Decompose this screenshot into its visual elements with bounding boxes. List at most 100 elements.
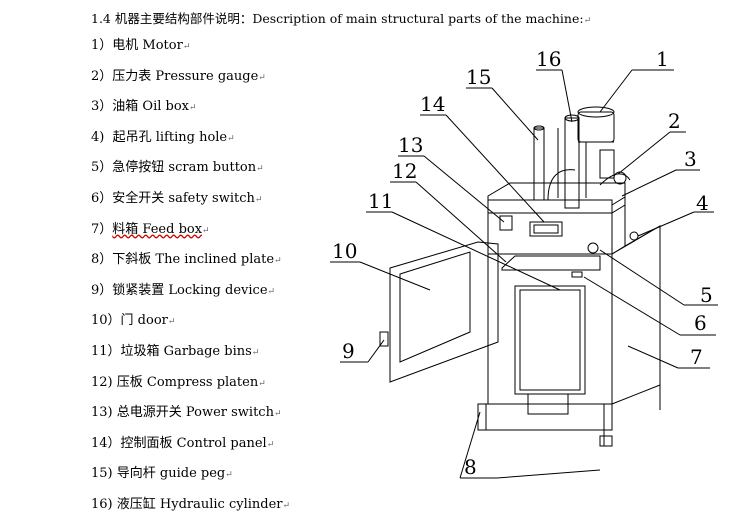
- callout-1: 1: [656, 47, 669, 71]
- inclined-plate: [477, 385, 661, 447]
- callout-8: 8: [464, 455, 477, 479]
- list-item: 14）控制面板 Control panel↵: [91, 434, 290, 465]
- callout-10: 10: [332, 239, 357, 263]
- callout-11: 11: [368, 189, 393, 213]
- list-item: 8）下斜板 The inclined plate↵: [91, 250, 290, 281]
- list-item: 7）料箱 Feed box↵: [91, 220, 290, 251]
- part-number: 8）: [91, 252, 113, 268]
- list-item: 6）安全开关 safety switch↵: [91, 189, 290, 220]
- part-number: 14）: [91, 435, 121, 451]
- part-number: 13): [91, 405, 113, 421]
- callout-12: 12: [392, 159, 417, 183]
- pressure-gauge: [599, 149, 627, 185]
- list-item: 16) 液压缸 Hydraulic cylinder↵: [91, 495, 290, 526]
- callout-7: 7: [690, 345, 703, 369]
- part-label: 急停按钮 scram button: [112, 160, 257, 176]
- part-label: 压力表 Pressure gauge: [112, 68, 259, 84]
- return-mark: ↵: [258, 378, 266, 389]
- document-heading: 1.4 机器主要结构部件说明：Description of main struc…: [91, 8, 591, 27]
- motor: [577, 106, 615, 143]
- part-number: 4): [91, 129, 105, 145]
- part-label: 料箱 Feed box: [112, 221, 203, 237]
- return-mark: ↵: [273, 409, 282, 420]
- part-label: 垃圾箱 Garbage bins: [120, 343, 252, 359]
- list-item: 5）急停按钮 scram button↵: [91, 158, 290, 189]
- part-number: 3）: [91, 99, 113, 115]
- list-item: 15) 导向杆 guide peg↵: [91, 464, 290, 495]
- callout-9: 9: [342, 339, 355, 363]
- part-number: 7）: [91, 221, 113, 237]
- return-mark: ↵: [282, 500, 291, 511]
- part-number: 2）: [91, 68, 113, 84]
- hoses: [547, 169, 631, 201]
- part-number: 9）: [91, 282, 113, 298]
- callout-3: 3: [684, 147, 697, 171]
- return-mark: ↵: [256, 164, 264, 175]
- part-label: 电机 Motor: [112, 38, 183, 53]
- return-mark: ↵: [274, 256, 282, 267]
- part-label: 门 door: [120, 313, 168, 329]
- part-label: 安全开关 safety switch: [112, 190, 255, 206]
- return-mark: ↵: [251, 347, 260, 358]
- callout-5: 5: [700, 283, 713, 307]
- heading-text: 1.4 机器主要结构部件说明：Description of main struc…: [91, 11, 584, 26]
- list-item: 10）门 door↵: [91, 311, 290, 342]
- part-number: 5）: [91, 160, 113, 176]
- compress-platen: [501, 255, 601, 271]
- callout-13: 13: [398, 133, 423, 157]
- part-label: 总电源开关 Power switch: [116, 405, 274, 421]
- list-item: 9）锁紧装置 Locking device↵: [91, 281, 290, 312]
- control-panel: [487, 182, 626, 255]
- part-label: 导向杆 guide peg: [116, 466, 226, 482]
- part-number: 6）: [91, 190, 113, 206]
- list-item: 1）电机 Motor↵: [91, 36, 290, 67]
- hydraulic-cylinder: [557, 114, 587, 209]
- power-switch: [499, 215, 513, 231]
- callout-2: 2: [668, 109, 681, 133]
- part-number: 15): [91, 466, 113, 482]
- part-number: 1）: [91, 38, 113, 53]
- scram-button: [587, 242, 599, 254]
- part-number: 10）: [91, 313, 121, 329]
- return-mark: ↵: [202, 225, 210, 236]
- safety-switch: [571, 271, 583, 278]
- part-label: 起吊孔 lifting hole: [112, 129, 228, 145]
- leader-lines: [330, 69, 718, 479]
- list-item: 2）压力表 Pressure gauge↵: [91, 67, 290, 98]
- list-item: 11）垃圾箱 Garbage bins↵: [91, 342, 290, 373]
- parts-list: 1）电机 Motor↵ 2）压力表 Pressure gauge↵ 3）油箱 O…: [91, 36, 290, 526]
- locking-device: [379, 331, 389, 347]
- part-number: 11）: [91, 343, 121, 359]
- part-label: 压板 Compress platen: [116, 374, 259, 390]
- list-item: 3）油箱 Oil box↵: [91, 97, 290, 128]
- return-mark: ↵: [267, 286, 276, 297]
- return-mark: ↵: [167, 317, 176, 328]
- callout-14: 14: [420, 92, 445, 116]
- part-number: 12): [91, 374, 113, 390]
- part-number: 16): [91, 496, 113, 512]
- return-mark: ↵: [182, 42, 191, 52]
- callout-6: 6: [694, 311, 707, 335]
- lifting-hole: [629, 231, 639, 241]
- return-mark: ↵: [254, 194, 263, 205]
- part-label: 控制面板 Control panel: [120, 435, 267, 451]
- part-label: 下斜板 The inclined plate: [112, 252, 275, 268]
- feed-box: [487, 225, 661, 405]
- return-mark: ↵: [266, 439, 275, 450]
- callout-16: 16: [536, 47, 561, 71]
- list-item: 4) 起吊孔 lifting hole↵: [91, 128, 290, 159]
- list-item: 13) 总电源开关 Power switch↵: [91, 403, 290, 434]
- return-mark: ↵: [227, 133, 235, 144]
- return-mark: ↵: [225, 470, 233, 481]
- return-mark: ↵: [258, 72, 266, 83]
- part-label: 油箱 Oil box: [112, 99, 189, 115]
- list-item: 12) 压板 Compress platen↵: [91, 373, 290, 404]
- part-label: 锁紧装置 Locking device: [112, 282, 268, 298]
- callout-15: 15: [466, 65, 491, 89]
- return-mark: ↵: [189, 103, 197, 114]
- return-mark: ↵: [583, 16, 592, 26]
- door: [389, 241, 499, 383]
- callout-4: 4: [696, 191, 709, 215]
- part-label: 液压缸 Hydraulic cylinder: [116, 496, 283, 512]
